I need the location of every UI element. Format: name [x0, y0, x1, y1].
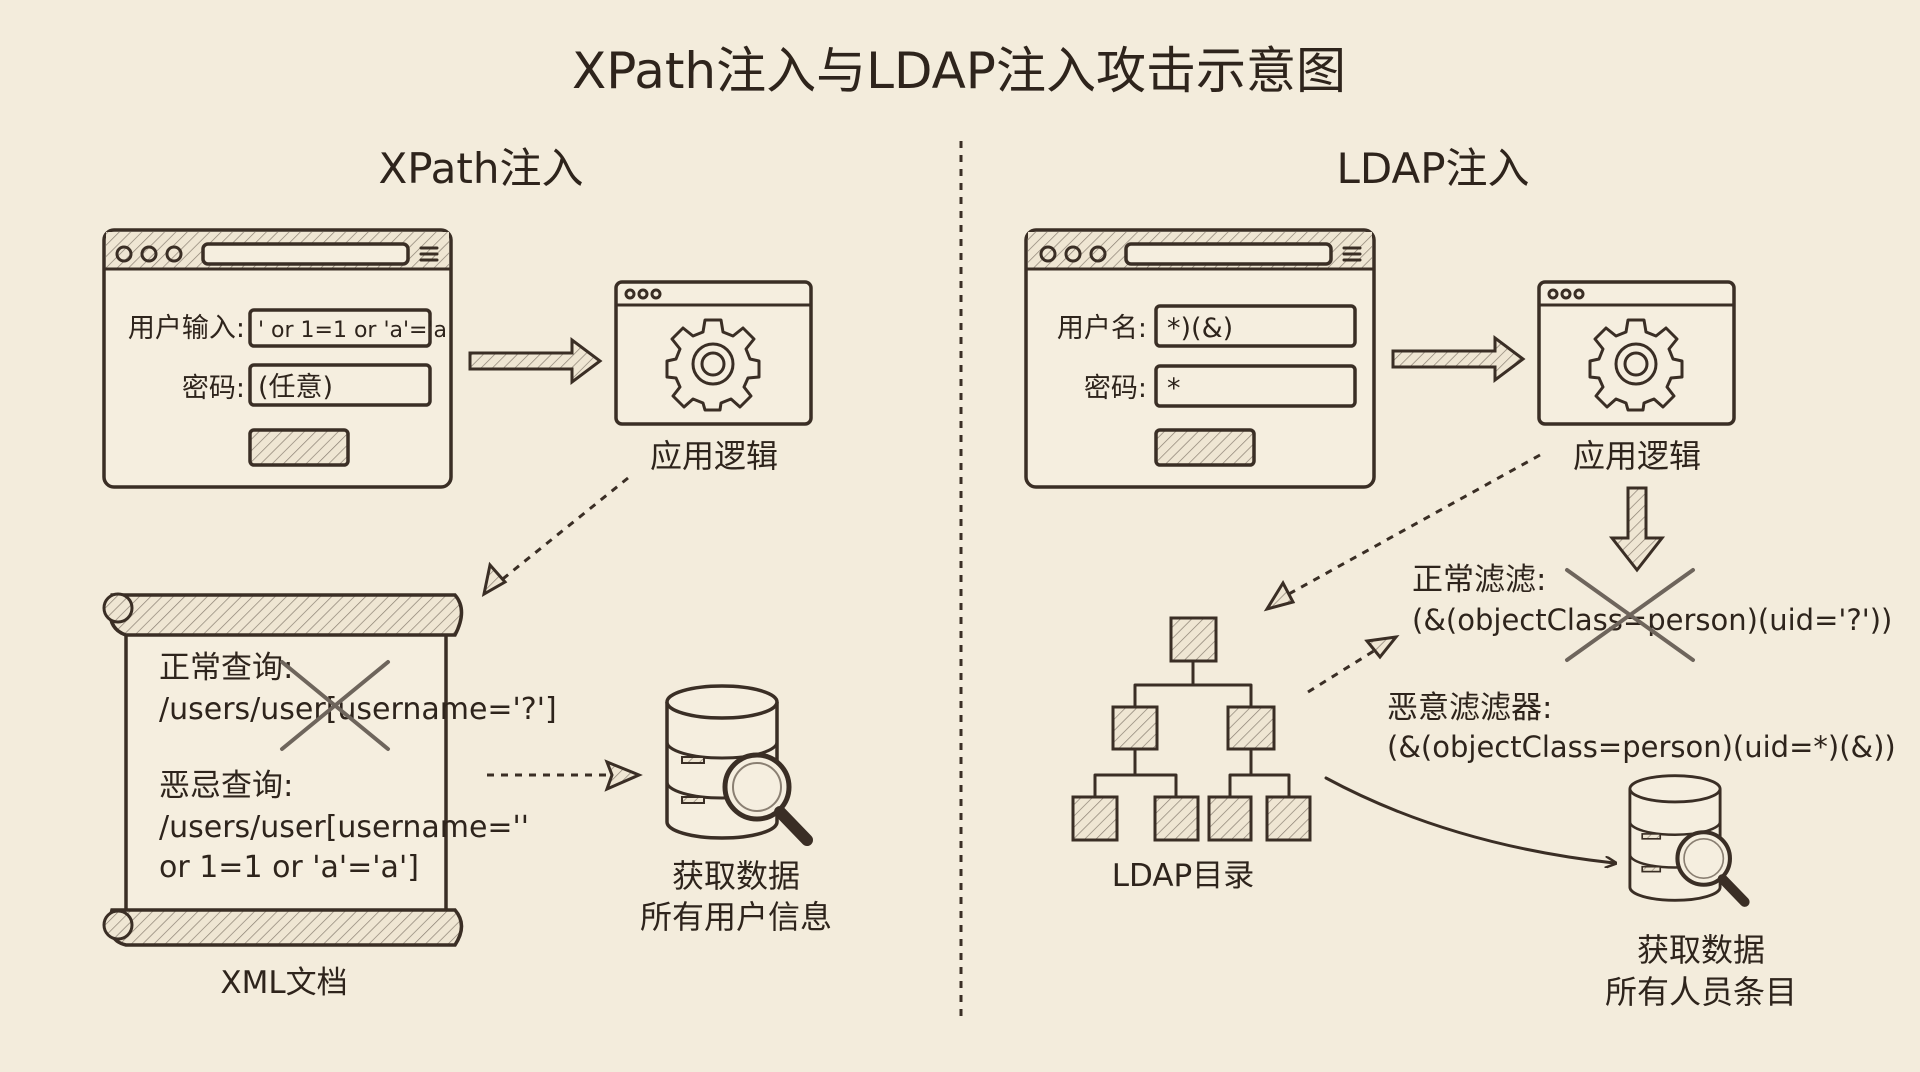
- xpath-heading: XPath注入: [378, 144, 583, 193]
- normal-query-title: 正常查询:: [159, 650, 293, 686]
- password-input[interactable]: [1154, 364, 1357, 408]
- ldap-login-window: 用户名: *)(&) 密码: *: [1024, 228, 1376, 489]
- malicious-query-title: 恶忌查询:: [159, 768, 293, 804]
- normal-query: /users/user[username='?']: [159, 692, 557, 727]
- ldap-app-logic-label: 应用逻辑: [1573, 437, 1701, 475]
- arrowhead-icon: [481, 561, 508, 597]
- database-search-icon: [667, 686, 807, 840]
- ldap-malicious-title: 恶意滤滤器:: [1387, 690, 1552, 726]
- submit-button[interactable]: [248, 428, 350, 467]
- arrowhead-icon: [604, 759, 643, 792]
- username-value: ' or 1=1 or 'a'='a: [258, 318, 447, 343]
- window-controls-icon: [1039, 245, 1107, 263]
- password-input[interactable]: [248, 363, 432, 407]
- window-controls-icon: [115, 245, 183, 263]
- xpath-app-logic-box: [614, 280, 813, 426]
- username-label: 用户名:: [1057, 313, 1147, 344]
- page-title: XPath注入与LDAP注入攻击示意图: [572, 42, 1346, 100]
- password-label: 密码:: [182, 373, 245, 404]
- arrowhead-icon: [1263, 579, 1296, 612]
- ldap-directory-tree-icon: [1071, 616, 1312, 842]
- address-bar: [1124, 242, 1333, 266]
- ldap-normal-title: 正常滤滤:: [1412, 562, 1546, 598]
- username-value: *)(&): [1167, 313, 1233, 344]
- ldap-malicious-filter: (&(objectClass=person)(uid=*)(&)): [1387, 730, 1896, 764]
- arrow-right-icon: [1391, 335, 1526, 383]
- xpath-result-line2: 所有用户信息: [640, 898, 832, 936]
- dashed-arrow-to-filter: [1307, 642, 1386, 694]
- username-input[interactable]: [1154, 304, 1357, 348]
- ldap-result-line1: 获取数据: [1637, 931, 1765, 969]
- arrowhead-icon: [1364, 635, 1400, 660]
- ldap-app-logic-box: [1537, 280, 1736, 426]
- password-value: (任意): [258, 372, 333, 403]
- xpath-app-logic-label: 应用逻辑: [650, 437, 778, 475]
- arrow-down-icon: [1608, 486, 1666, 573]
- password-value: *: [1167, 373, 1181, 404]
- xml-scroll: 正常查询: /users/user[username='?'] 恶忌查询: /u…: [102, 592, 557, 947]
- dashed-arrow-to-xml: [493, 476, 629, 588]
- menu-icon: [419, 246, 439, 262]
- submit-button[interactable]: [1154, 428, 1256, 467]
- xpath-result-line1: 获取数据: [672, 857, 800, 895]
- address-bar: [201, 242, 410, 266]
- ldap-directory-caption: LDAP目录: [1112, 858, 1255, 894]
- ldap-heading: LDAP注入: [1336, 144, 1529, 193]
- username-label: 用户输入:: [128, 313, 245, 344]
- arrow-right-icon: [468, 337, 603, 385]
- ldap-result-line2: 所有人员条目: [1605, 973, 1797, 1011]
- malicious-query-line2: or 1=1 or 'a'='a']: [159, 850, 419, 885]
- password-label: 密码:: [1084, 373, 1147, 404]
- database-search-icon: [1630, 776, 1745, 902]
- xpath-login-window: 用户输入: ' or 1=1 or 'a'='a 密码: (任意): [102, 228, 453, 489]
- xml-caption: XML文档: [220, 965, 347, 1001]
- username-input[interactable]: [248, 308, 432, 348]
- malicious-query-line1: /users/user[username='': [159, 810, 529, 845]
- curved-arrow-to-db: [1324, 776, 1614, 863]
- menu-icon: [1342, 246, 1362, 262]
